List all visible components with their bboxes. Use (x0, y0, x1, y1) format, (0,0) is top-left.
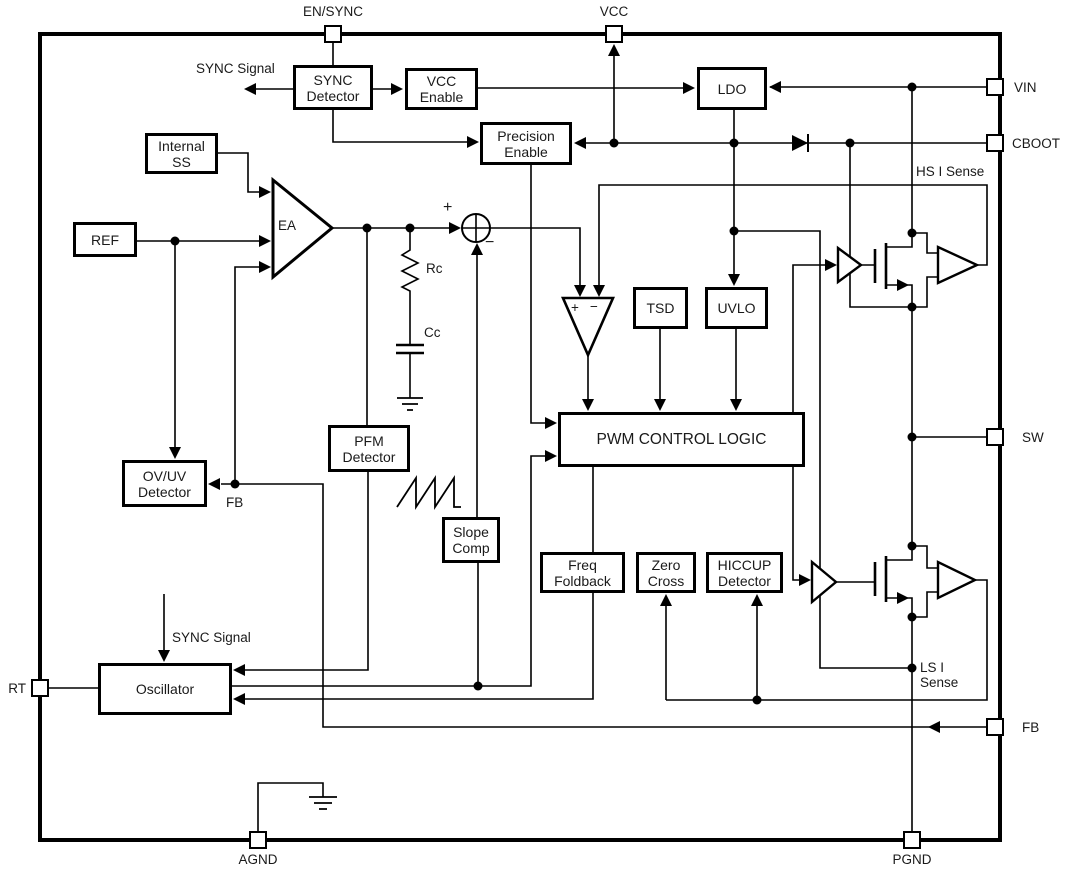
agnd-ground-symbol (309, 796, 337, 810)
pin-label-rt: RT (8, 681, 26, 696)
block-vcc-enable: VCC Enable (405, 68, 478, 110)
pin-label-cboot: CBOOT (1012, 136, 1061, 151)
pin-en-sync (324, 25, 342, 43)
net-label-ls-i-sense: LS I Sense (920, 660, 959, 690)
block-slope-comp: Slope Comp (442, 517, 500, 563)
summing-minus-sign: − (485, 234, 495, 251)
block-freq-foldback: Freq Foldback (540, 552, 625, 593)
compensation-network (396, 228, 424, 411)
arrowheads (158, 44, 940, 733)
pin-fb (986, 718, 1004, 736)
sawtooth-waveform-icon (396, 474, 461, 511)
ls-driver-triangle (810, 559, 838, 605)
hs-mosfet (860, 233, 913, 307)
block-ovuv-detector: OV/UV Detector (122, 460, 207, 507)
block-zero-cross: Zero Cross (636, 552, 696, 593)
pin-sw (986, 428, 1004, 446)
hs-sense-stubs (912, 232, 937, 308)
block-internal-ss: Internal SS (145, 133, 218, 174)
summing-plus-sign: + (443, 199, 453, 216)
pin-agnd (249, 831, 267, 849)
block-oscillator: Oscillator (98, 663, 232, 715)
net-label-hs-i-sense: HS I Sense (916, 164, 985, 179)
component-label-rc: Rc (426, 261, 443, 276)
summing-junction (461, 213, 491, 243)
pin-label-vcc: VCC (599, 4, 629, 19)
comparator-plus-sign: + (571, 300, 579, 315)
hs-stage (836, 232, 980, 308)
pin-label-vin: VIN (1014, 80, 1037, 95)
capacitor-cc (396, 343, 424, 355)
block-precision-enable: Precision Enable (480, 122, 572, 165)
hs-sense-amp-triangle (936, 245, 980, 285)
ls-sense-stubs (912, 545, 937, 618)
ground-symbol (397, 397, 423, 411)
block-ref: REF (73, 222, 137, 257)
pin-label-agnd: AGND (238, 852, 278, 867)
pwm-comparator-triangle (561, 296, 615, 359)
pin-cboot (986, 134, 1004, 152)
pin-label-pgnd: PGND (892, 852, 932, 867)
block-pfm-detector: PFM Detector (328, 425, 410, 472)
net-label-fb: FB (226, 495, 244, 510)
bootstrap-diode (792, 134, 809, 152)
hs-driver-triangle (836, 245, 864, 285)
block-uvlo: UVLO (705, 287, 768, 329)
pin-vin (986, 78, 1004, 96)
pin-pgnd (903, 831, 921, 849)
ls-mosfet (836, 546, 913, 617)
block-hiccup-detector: HICCUP Detector (706, 552, 783, 593)
pin-label-sw: SW (1022, 430, 1044, 445)
pin-label-en-sync: EN/SYNC (302, 4, 363, 19)
net-label-sync-signal-top: SYNC Signal (196, 61, 275, 76)
block-sync-detector: SYNC Detector (293, 65, 373, 110)
comparator-minus-sign: − (590, 299, 598, 314)
junction-dots (170, 82, 917, 705)
block-tsd: TSD (633, 287, 688, 329)
resistor-rc (400, 228, 420, 345)
pin-label-fb: FB (1022, 720, 1040, 735)
block-ldo: LDO (697, 67, 767, 110)
wires (48, 42, 992, 832)
pin-rt (31, 679, 49, 697)
component-label-cc: Cc (424, 325, 441, 340)
ls-sense-amp-triangle (936, 560, 978, 600)
error-amplifier-triangle (271, 176, 335, 281)
pin-vcc (605, 25, 623, 43)
error-amplifier-label: EA (278, 218, 297, 233)
ls-stage (810, 545, 978, 618)
net-label-sync-signal-bottom: SYNC Signal (172, 630, 251, 645)
package-pins (31, 25, 1004, 849)
block-pwm-control-logic: PWM CONTROL LOGIC (558, 412, 805, 467)
